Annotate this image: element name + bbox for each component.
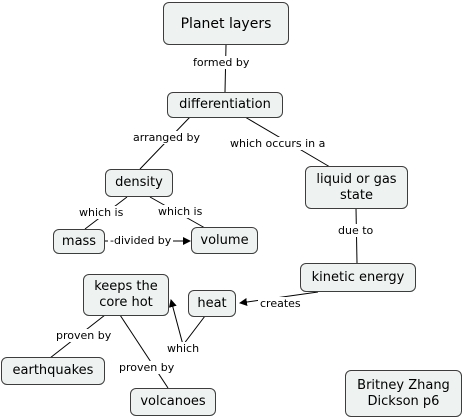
node-volume[interactable]: volume — [191, 227, 258, 254]
node-density[interactable]: density — [105, 169, 173, 197]
link-label-which: which — [165, 342, 202, 355]
node-heat[interactable]: heat — [188, 290, 236, 317]
node-volcanoes[interactable]: volcanoes — [130, 388, 216, 416]
link-label-which-occurs-in-a: which occurs in a — [228, 137, 328, 150]
node-liquid-or-gas-state[interactable]: liquid or gas state — [305, 166, 408, 209]
link-label-creates: creates — [258, 297, 303, 310]
link-label-which-is-left: which is — [77, 206, 126, 219]
node-earthquakes[interactable]: earthquakes — [1, 357, 105, 385]
node-author: Britney Zhang Dickson p6 — [345, 370, 462, 417]
node-planet-layers[interactable]: Planet layers — [163, 2, 289, 45]
node-mass[interactable]: mass — [53, 229, 105, 254]
node-differentiation[interactable]: differentiation — [167, 92, 283, 118]
link-label-which-is-right: which is — [156, 205, 205, 218]
edge-core-to-volcanoes — [119, 314, 169, 389]
link-label-proven-by-left: proven by — [54, 329, 114, 342]
link-label-arranged-by: arranged by — [131, 131, 203, 144]
node-keeps-the-core-hot[interactable]: keeps the core hot — [83, 274, 169, 316]
node-kinetic-energy[interactable]: kinetic energy — [300, 263, 416, 292]
link-label-divided-by: -divided by — [108, 234, 174, 247]
link-label-proven-by-right: proven by — [117, 361, 177, 374]
link-label-due-to: due to — [336, 224, 376, 237]
link-label-formed-by: formed by — [191, 56, 252, 69]
